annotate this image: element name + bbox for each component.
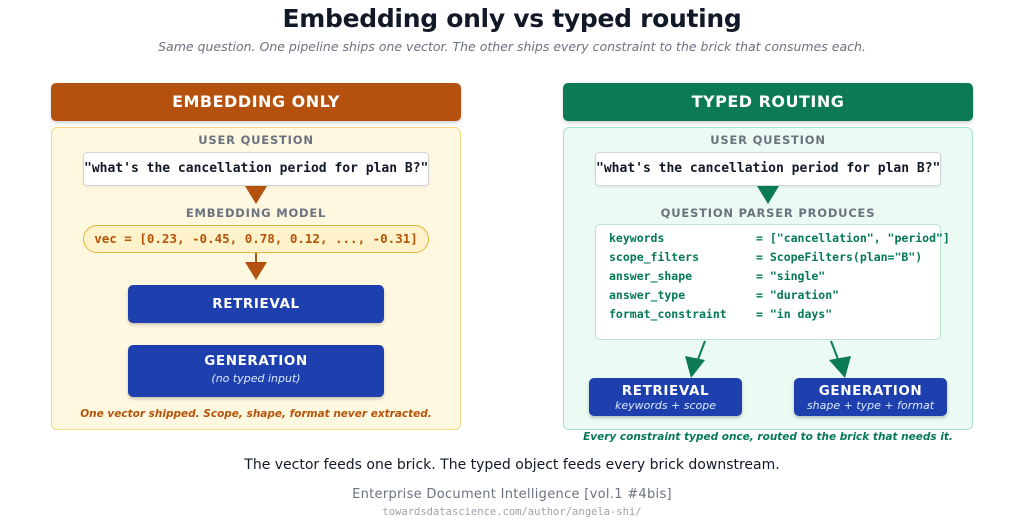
page-subtitle: Same question. One pipeline ships one ve… [158,39,866,54]
parser-field-value: = "duration" [756,288,840,302]
parser-label: QUESTION PARSER PRODUCES [660,206,876,220]
arrow-to-generation-head [829,356,851,378]
parser-field-value: = "in days" [756,307,833,321]
right-user-question-label: USER QUESTION [710,133,826,147]
parser-field-key: keywords [609,231,665,245]
embedding-only-header: EMBEDDING ONLY [51,83,461,121]
left-generation-sub: (no typed input) [211,372,301,385]
right-arrow-to-parser [757,186,779,204]
parser-field-key: answer_type [609,288,686,302]
left-generation-label: GENERATION [204,353,308,369]
left-arrow-to-retrieval [245,262,267,280]
author-url: towardsdatascience.com/author/angela-shi… [382,506,642,518]
parser-field-value: = ScopeFilters(plan="B") [756,250,923,264]
parser-field-key: scope_filters [609,250,700,264]
parser-field-key: format_constraint [609,307,727,321]
right-retrieval-label: RETRIEVAL [621,383,710,399]
embedding-model-label: EMBEDDING MODEL [185,206,327,220]
typed-routing-header: TYPED ROUTING [563,83,973,121]
left-arrow-shaft [255,253,257,263]
left-retrieval-label: RETRIEVAL [212,296,300,312]
right-generation-label: GENERATION [818,383,923,399]
series-label: Enterprise Document Intelligence [vol.1 … [352,487,672,502]
routing-arrows [685,340,851,378]
parser-output-box: keywords = ["cancellation", "period"] sc… [595,224,950,340]
right-question-box: "what's the cancellation period for plan… [595,152,941,186]
left-arrow-to-model [245,186,267,204]
parser-field-value: = ["cancellation", "period"] [756,231,950,245]
right-generation-sub: shape + type + format [806,399,935,412]
right-retrieval-sub: keywords + scope [614,399,717,412]
left-user-question-label: USER QUESTION [198,133,314,147]
right-generation-brick: GENERATION shape + type + format [794,378,947,416]
left-generation-brick: GENERATION (no typed input) [128,345,384,397]
right-retrieval-brick: RETRIEVAL keywords + scope [589,378,742,416]
arrow-to-retrieval-head [685,356,705,378]
left-retrieval-brick: RETRIEVAL [128,285,384,323]
summary-line: The vector feeds one brick. The typed ob… [244,457,780,473]
parser-field-key: answer_shape [609,269,693,283]
left-question-box: "what's the cancellation period for plan… [83,152,429,186]
left-caption: One vector shipped. Scope, shape, format… [80,408,432,420]
parser-field-value: = "single" [756,269,826,283]
page-title: Embedding only vs typed routing [282,4,742,33]
right-caption: Every constraint typed once, routed to t… [583,431,953,443]
embedding-vector: vec = [0.23, -0.45, 0.78, 0.12, ..., -0.… [83,225,429,253]
arrow-to-retrieval-shaft [696,340,706,363]
